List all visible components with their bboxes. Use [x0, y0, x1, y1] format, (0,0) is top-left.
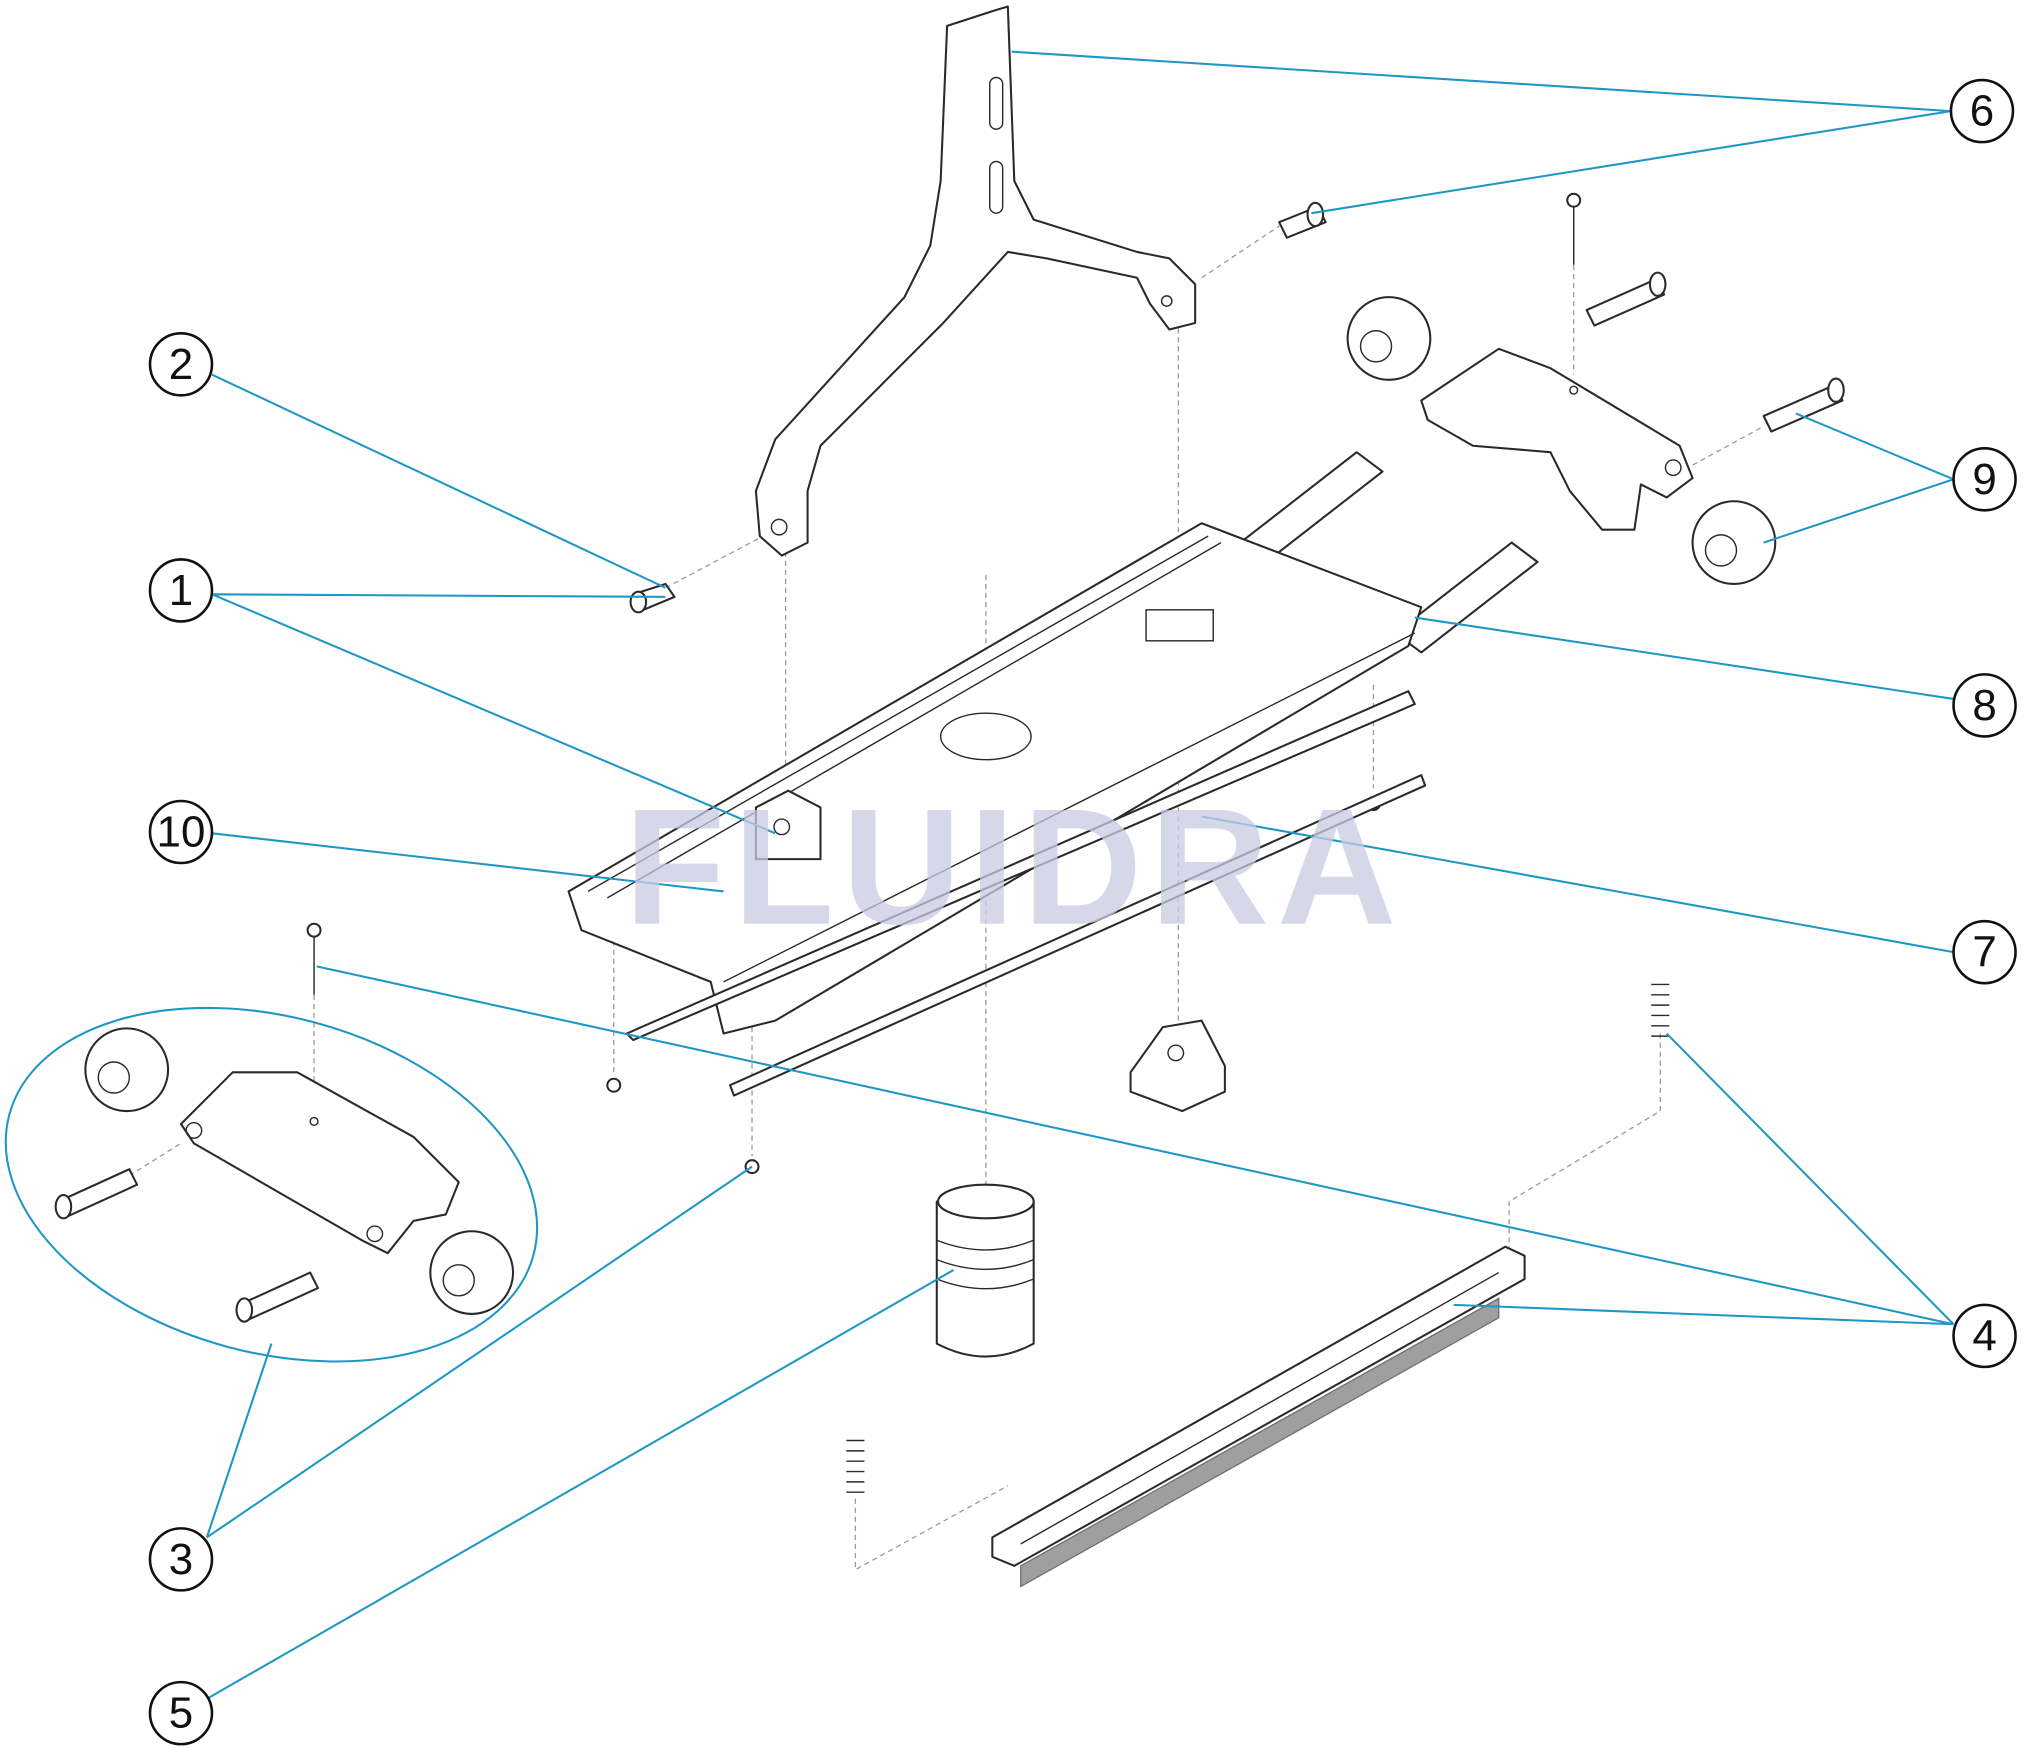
spring-parts	[846, 983, 1670, 1493]
bushing-part	[935, 1183, 1035, 1358]
wheel-assembly-left-part	[4, 1006, 539, 1363]
callout-label: 5	[169, 1689, 193, 1738]
pin-parts	[54, 201, 1845, 1323]
callout-label: 3	[169, 1535, 193, 1584]
mount-block-part	[1129, 1019, 1226, 1113]
callout-5: 5	[148, 1680, 214, 1746]
axle-parts	[1239, 451, 1539, 654]
callout-3: 3	[148, 1527, 214, 1592]
callout-7: 7	[1952, 919, 2017, 985]
callout-label: 6	[1970, 87, 1994, 136]
callout-6: 6	[1949, 78, 2015, 144]
leader-lines	[205, 50, 1955, 1700]
callout-label: 4	[1972, 1311, 1996, 1360]
callout-8: 8	[1952, 673, 2017, 738]
callout-2: 2	[148, 332, 214, 397]
callout-label: 10	[157, 808, 206, 857]
callout-label: 2	[169, 340, 193, 389]
fluidra-watermark: FLUIDRA	[624, 775, 1404, 960]
callout-label: 7	[1972, 928, 1996, 977]
wheel-assembly-right-part	[1346, 296, 1777, 585]
callout-4: 4	[1952, 1303, 2017, 1369]
brush-part	[991, 1245, 1526, 1588]
callout-label: 8	[1972, 681, 1996, 730]
main-body-part	[567, 522, 1427, 1097]
callout-10: 10	[148, 799, 214, 865]
handle-bracket-part	[754, 5, 1197, 557]
callout-label: 9	[1972, 455, 1996, 504]
callout-9: 9	[1952, 447, 2017, 512]
callout-1: 1	[148, 558, 214, 623]
callout-label: 1	[169, 566, 193, 615]
